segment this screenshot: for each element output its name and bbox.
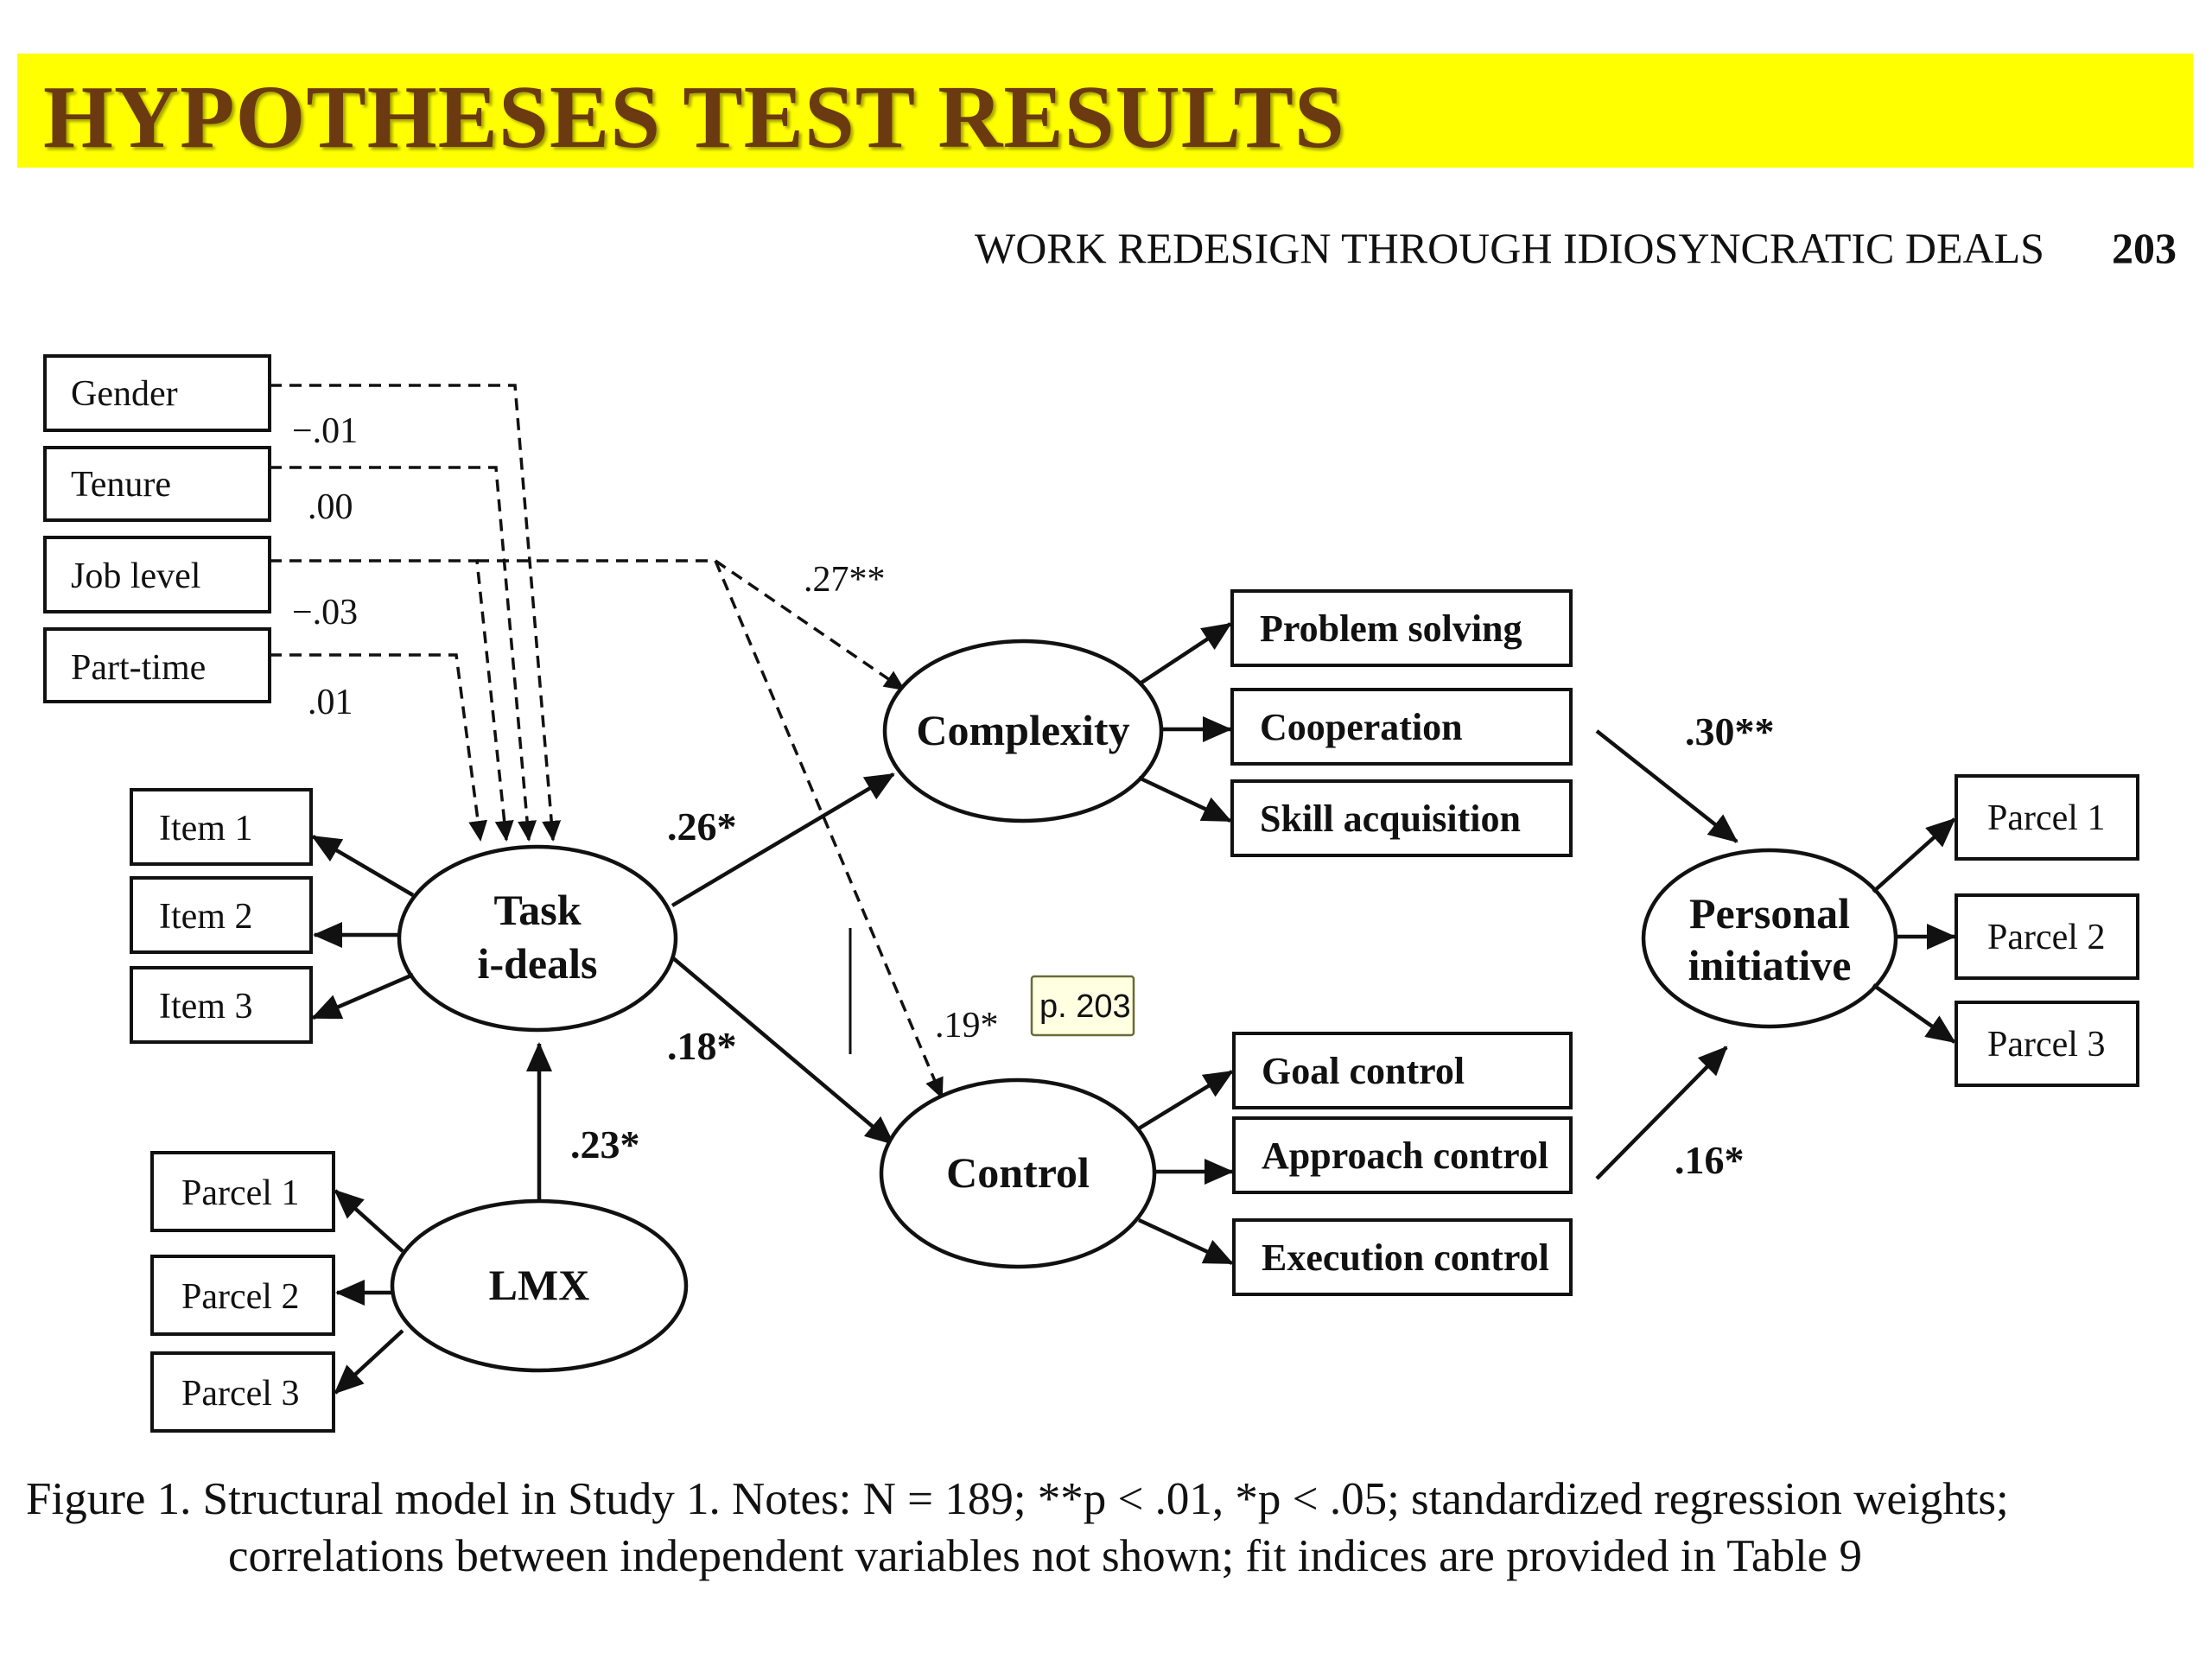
coef-part-time: .01 — [308, 683, 353, 722]
construct-personal-initiative: Personal initiative — [1641, 848, 1898, 1029]
page-number: 203 — [2112, 224, 2177, 272]
complexity-problem-solving: Problem solving — [1230, 589, 1573, 667]
lmx-parcel-3: Parcel 3 — [150, 1351, 335, 1433]
construct-task-ideals: Task i-deals — [397, 844, 678, 1033]
svg-text:Parcel 1: Parcel 1 — [181, 1173, 299, 1213]
coef-task-complexity: .26* — [667, 804, 737, 849]
control-part-time: Part-time — [43, 627, 271, 703]
svg-text:Complexity: Complexity — [916, 706, 1129, 754]
task-item-3: Item 3 — [130, 966, 313, 1044]
coef-control-pi: .16* — [1675, 1138, 1745, 1182]
svg-text:Problem solving: Problem solving — [1260, 607, 1522, 650]
control-job-level: Job level — [43, 536, 271, 613]
title-banner: HYPOTHESES TEST RESULTS — [17, 54, 2193, 168]
svg-text:Control: Control — [946, 1148, 1090, 1197]
svg-text:Execution control: Execution control — [1262, 1236, 1549, 1279]
svg-text:Approach control: Approach control — [1262, 1135, 1548, 1177]
control-approach-control: Approach control — [1232, 1116, 1573, 1194]
task-item-1: Item 1 — [130, 788, 313, 866]
svg-text:Parcel 3: Parcel 3 — [181, 1374, 299, 1414]
running-head: WORK REDESIGN THROUGH IDIOSYNCRATIC DEAL… — [975, 224, 2044, 272]
control-goal-control: Goal control — [1232, 1032, 1573, 1109]
construct-complexity: Complexity — [882, 639, 1164, 823]
coef-job-level: −.03 — [292, 593, 358, 632]
svg-text:Item 2: Item 2 — [159, 897, 252, 937]
svg-text:Skill acquisition: Skill acquisition — [1260, 798, 1521, 840]
caption-line-1: Figure 1. Structural model in Study 1. N… — [26, 1474, 2009, 1524]
pi-parcel-3: Parcel 3 — [1955, 1001, 2139, 1087]
path-gender-task — [270, 384, 562, 842]
control-part-time-label: Part-time — [71, 648, 206, 688]
control-job-level-label: Job level — [71, 556, 200, 596]
pi-parcel-1: Parcel 1 — [1955, 774, 2139, 861]
svg-text:Parcel 2: Parcel 2 — [181, 1277, 299, 1317]
svg-text:Cooperation: Cooperation — [1260, 706, 1463, 748]
coef-joblevel-control: .19* — [935, 1006, 999, 1046]
svg-text:Parcel 2: Parcel 2 — [1987, 918, 2105, 957]
coef-lmx-task: .23* — [570, 1122, 640, 1166]
svg-text:LMX: LMX — [489, 1261, 590, 1309]
svg-text:Task: Task — [493, 886, 581, 934]
control-tenure: Tenure — [43, 446, 271, 522]
svg-text:Goal control: Goal control — [1262, 1050, 1465, 1092]
path-parttime-task — [270, 653, 488, 842]
control-tenure-label: Tenure — [71, 465, 171, 505]
svg-text:Parcel 1: Parcel 1 — [1987, 798, 2105, 838]
coef-task-control: .18* — [667, 1024, 737, 1068]
construct-control: Control — [879, 1077, 1157, 1269]
svg-text:initiative: initiative — [1688, 941, 1852, 989]
path-joblevel-control — [714, 560, 944, 1099]
task-item-2: Item 2 — [130, 876, 313, 954]
path-tenure-task — [270, 466, 537, 842]
coef-joblevel-complexity: .27** — [804, 560, 886, 600]
coef-tenure: .00 — [308, 487, 353, 527]
svg-text:i-deals: i-deals — [478, 939, 598, 988]
coef-complexity-pi: .30** — [1685, 709, 1775, 753]
control-gender: Gender — [43, 354, 271, 432]
svg-text:Item 3: Item 3 — [159, 987, 252, 1027]
caption-line-2: correlations between independent variabl… — [228, 1531, 1862, 1581]
lmx-parcel-1: Parcel 1 — [150, 1151, 335, 1232]
svg-text:Personal: Personal — [1689, 889, 1850, 938]
control-gender-label: Gender — [71, 374, 178, 414]
lmx-parcel-2: Parcel 2 — [150, 1255, 335, 1336]
complexity-cooperation: Cooperation — [1230, 688, 1573, 766]
slide-title: HYPOTHESES TEST RESULTS — [43, 67, 1345, 167]
page-tooltip: p. 203 — [1030, 975, 1135, 1037]
svg-text:Parcel 3: Parcel 3 — [1987, 1025, 2105, 1065]
complexity-skill-acquisition: Skill acquisition — [1230, 779, 1573, 857]
construct-lmx: LMX — [390, 1198, 689, 1373]
coef-gender: −.01 — [292, 411, 358, 451]
svg-text:Item 1: Item 1 — [159, 809, 252, 849]
pi-parcel-2: Parcel 2 — [1955, 893, 2139, 980]
svg-text:p. 203: p. 203 — [1039, 988, 1131, 1025]
control-execution-control: Execution control — [1232, 1218, 1573, 1296]
